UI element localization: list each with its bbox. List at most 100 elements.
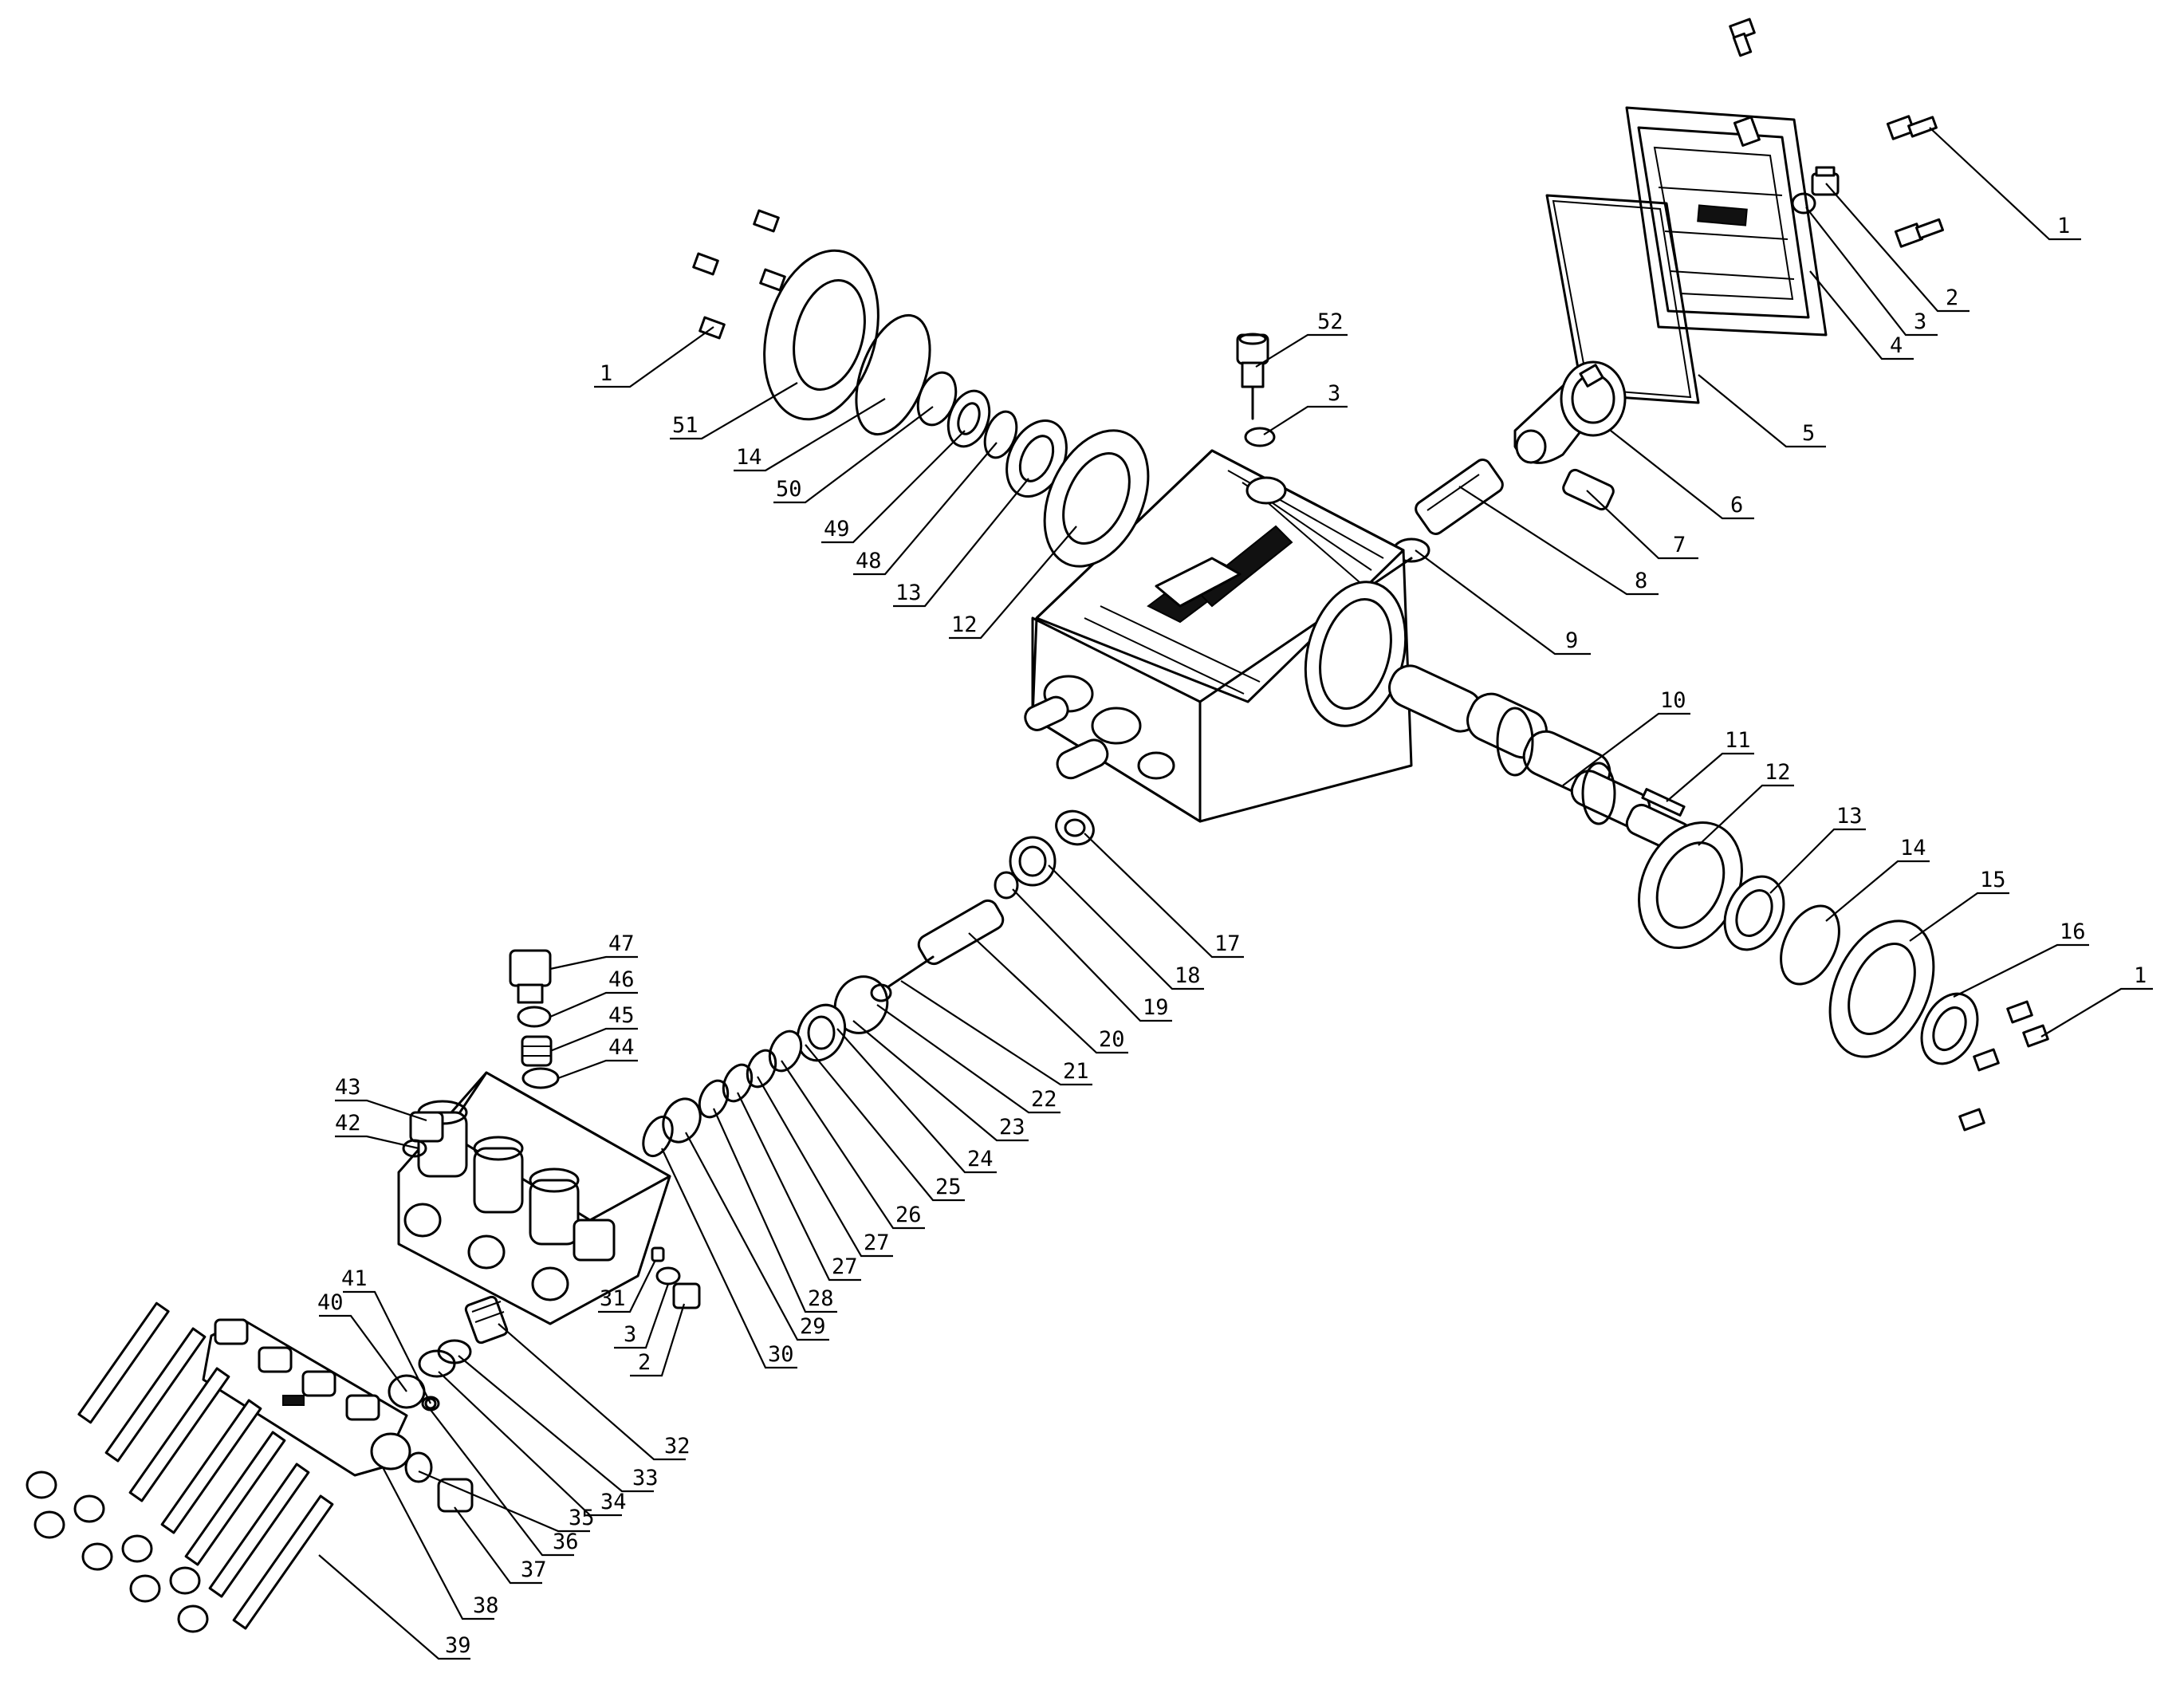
nut-right-manifold (573, 1219, 616, 1262)
callout-12b: 12 (1765, 760, 1791, 785)
plug-31 (651, 1246, 665, 1262)
callout-48: 48 (856, 549, 882, 573)
callout-42: 42 (335, 1111, 361, 1136)
plug-2b (672, 1282, 701, 1309)
callout-12a: 12 (951, 612, 978, 637)
callout-1c: 1 (2134, 963, 2147, 988)
valve-32 (464, 1295, 509, 1345)
o-ring-3-crankcase (1244, 427, 1276, 447)
callout-3b: 3 (1328, 381, 1340, 406)
callout-2: 2 (1946, 285, 1958, 310)
cap-screws-right-lower (1958, 1000, 2049, 1132)
callout-22: 22 (1031, 1087, 1057, 1112)
leader-lines (318, 127, 2153, 1660)
crosshead (1415, 459, 1504, 535)
plug-43 (409, 1111, 444, 1143)
cap-screw-right-2 (1894, 218, 1944, 248)
callout-49: 49 (824, 517, 850, 541)
callout-7: 7 (1673, 533, 1686, 557)
callout-31: 31 (600, 1286, 626, 1311)
plug-37 (437, 1478, 474, 1513)
washer-19 (994, 871, 1019, 900)
callout-19: 19 (1143, 995, 1169, 1020)
callout-labels: 1 2 3 4 5 6 7 8 9 52 3 1 51 14 50 49 48 … (317, 214, 2147, 1658)
callout-10: 10 (1660, 688, 1686, 713)
callout-41: 41 (341, 1266, 368, 1291)
callout-46: 46 (608, 967, 635, 992)
spacer-48 (983, 410, 1018, 459)
oil-seal-retainer-18 (1009, 836, 1057, 887)
seal-retainer-25 (796, 1003, 847, 1062)
callout-16: 16 (2060, 919, 2086, 944)
callout-32: 32 (664, 1434, 691, 1459)
callout-8: 8 (1635, 569, 1647, 593)
callout-13a: 13 (895, 581, 922, 605)
oil-seal-right (1920, 992, 1979, 1065)
bearing-right (1723, 875, 1785, 951)
callout-27a: 27 (864, 1230, 890, 1255)
callout-3: 3 (1914, 309, 1926, 334)
seal-49 (946, 389, 991, 448)
callout-26: 26 (895, 1203, 922, 1227)
valve-45 (521, 1035, 553, 1067)
callout-14b: 14 (1900, 836, 1926, 860)
callout-40: 40 (317, 1290, 344, 1315)
callout-6: 6 (1730, 493, 1743, 518)
plunger-bolt-21 (870, 955, 935, 1002)
crankshaft (1388, 664, 1692, 854)
wrist-pin (1562, 468, 1615, 511)
long-bolts-39 (26, 1301, 334, 1633)
manifold-head (397, 1071, 671, 1325)
callout-2b: 2 (638, 1350, 651, 1375)
callout-28: 28 (808, 1286, 834, 1311)
o-ring-30 (642, 1115, 674, 1158)
o-ring-24 (833, 975, 889, 1034)
callout-27b: 27 (832, 1254, 858, 1279)
connecting-rod (1513, 360, 1627, 464)
seal-42 (402, 1139, 427, 1158)
callout-11: 11 (1725, 728, 1751, 753)
ring-28 (698, 1079, 730, 1119)
plunger-20 (917, 899, 1005, 966)
callout-17: 17 (1214, 931, 1241, 956)
crank-key (1641, 788, 1686, 817)
plug-2-top (1811, 166, 1840, 196)
callout-34: 34 (600, 1490, 627, 1514)
cap-screws-left (692, 209, 786, 340)
bearing-cover-left (763, 249, 880, 421)
bearing-gasket-right (1638, 821, 1743, 950)
o-ring-44 (521, 1067, 560, 1089)
callout-24: 24 (967, 1147, 994, 1171)
callout-25: 25 (935, 1175, 962, 1199)
callout-29: 29 (800, 1314, 826, 1339)
callout-20: 20 (1099, 1027, 1125, 1052)
callout-21: 21 (1063, 1059, 1089, 1084)
callout-9: 9 (1565, 628, 1578, 653)
callout-23: 23 (999, 1115, 1025, 1140)
callout-33: 33 (632, 1466, 659, 1490)
o-ring-right (1780, 904, 1840, 986)
callout-3c: 3 (624, 1322, 636, 1347)
callout-45: 45 (608, 1003, 635, 1028)
rear-cover-plate (1625, 106, 1828, 337)
callout-1b: 1 (600, 361, 612, 386)
callout-15: 15 (1980, 868, 2006, 892)
callout-52: 52 (1317, 309, 1344, 334)
callout-43: 43 (335, 1075, 361, 1100)
callout-13b: 13 (1836, 804, 1863, 829)
seal-17 (1055, 809, 1095, 846)
callout-38: 38 (473, 1593, 499, 1618)
callout-50: 50 (776, 477, 802, 502)
valve-plug-47 (509, 949, 552, 1004)
o-ring-3c (655, 1266, 681, 1286)
callout-36: 36 (553, 1530, 579, 1554)
callout-4: 4 (1890, 333, 1903, 358)
seal-26 (768, 1030, 803, 1073)
o-ring-46 (517, 1006, 552, 1028)
callout-37: 37 (521, 1557, 547, 1582)
bearing-cover-right (1828, 919, 1935, 1058)
crankcase (1024, 449, 1413, 823)
o-ring-3-top (1791, 192, 1816, 215)
rear-cover-gasket (1545, 194, 1700, 404)
